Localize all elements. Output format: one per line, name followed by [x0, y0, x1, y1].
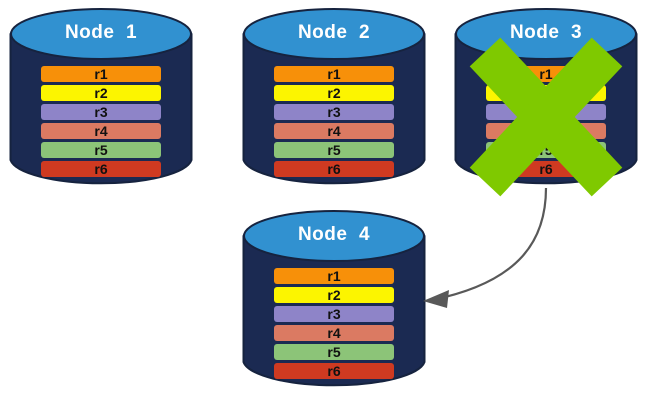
node-4-record-r5[interactable]: r5	[274, 344, 394, 360]
replication-arrow-head	[423, 290, 449, 308]
node-1-record-r1[interactable]: r1	[41, 66, 161, 82]
node-2-record-list: r1 r2 r3 r4 r5 r6	[243, 8, 425, 186]
node-2-record-r1[interactable]: r1	[274, 66, 394, 82]
node-1-record-r2[interactable]: r2	[41, 85, 161, 101]
node-2-record-r3[interactable]: r3	[274, 104, 394, 120]
node-4-record-list: r1 r2 r3 r4 r5 r6	[243, 210, 425, 388]
node-1-record-r3[interactable]: r3	[41, 104, 161, 120]
node-4-record-r4[interactable]: r4	[274, 325, 394, 341]
node-4-record-r1[interactable]: r1	[274, 268, 394, 284]
node-1-record-r5[interactable]: r5	[41, 142, 161, 158]
node-1-record-r4[interactable]: r4	[41, 123, 161, 139]
node-4-record-r2[interactable]: r2	[274, 287, 394, 303]
cylinder-top-ellipse	[243, 8, 425, 60]
node-1-record-r6[interactable]: r6	[41, 161, 161, 177]
node-2-record-r6[interactable]: r6	[274, 161, 394, 177]
cylinder-top-ellipse	[10, 8, 192, 60]
node-4-record-r6[interactable]: r6	[274, 363, 394, 379]
node-2-record-r2[interactable]: r2	[274, 85, 394, 101]
node-2-record-r5[interactable]: r5	[274, 142, 394, 158]
node-4-record-r3[interactable]: r3	[274, 306, 394, 322]
node-1-record-list: r1 r2 r3 r4 r5 r6	[10, 8, 192, 186]
replication-arrow-line	[431, 187, 548, 302]
node-2-record-r4[interactable]: r4	[274, 123, 394, 139]
cylinder-top-ellipse	[243, 210, 425, 262]
